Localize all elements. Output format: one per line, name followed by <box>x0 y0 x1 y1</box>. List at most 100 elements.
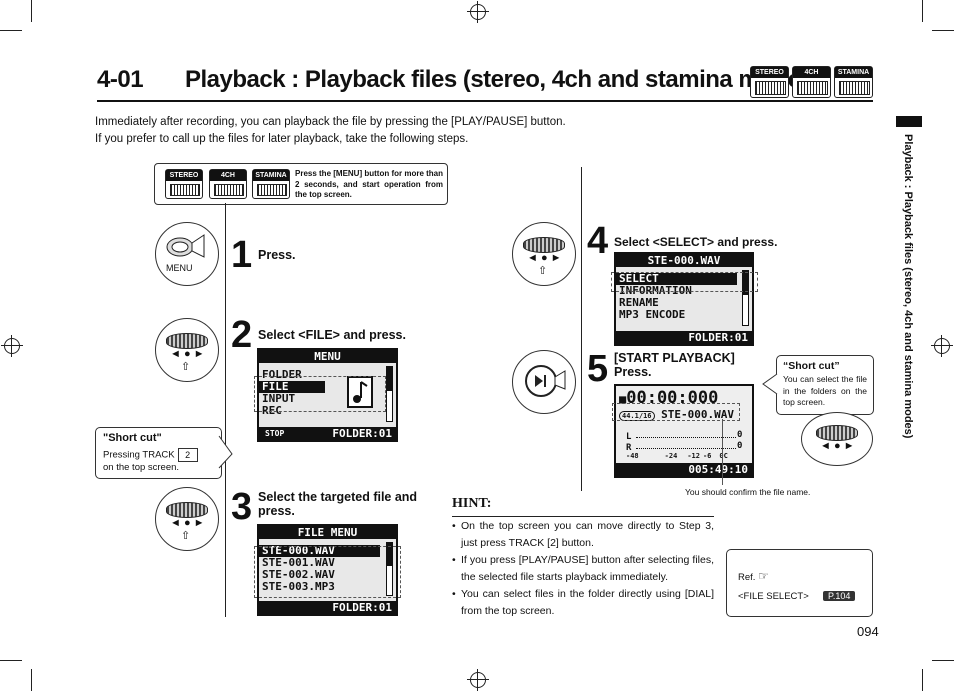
mode-graphic-icon <box>755 81 786 95</box>
selection-highlight <box>254 546 401 598</box>
mode-graphic-icon <box>797 81 828 95</box>
shortcut-callout-right: “Short cut” You can select the file in t… <box>776 355 874 415</box>
menu-button-label: MENU <box>166 263 193 273</box>
file-item: STE-002.WAV <box>262 568 335 581</box>
crop-mark <box>31 669 32 691</box>
selection-highlight <box>611 272 758 292</box>
press-arrow-icon: ⇧ <box>538 265 548 277</box>
press-arrow-icon: ⇧ <box>181 361 191 373</box>
crop-mark <box>0 30 22 31</box>
badge-label: 4CH <box>793 67 830 78</box>
side-tab-marker <box>896 116 922 127</box>
stereo-mode-badge: STEREO <box>165 169 203 199</box>
crop-mark <box>932 660 954 661</box>
dial-icon <box>166 333 208 349</box>
menu-item-rec: REC <box>262 404 282 417</box>
crop-mark <box>922 0 923 22</box>
hint-title: HINT: <box>452 496 492 511</box>
dial-illustration: ◄ ● ► <box>801 412 873 466</box>
column-divider <box>225 203 226 617</box>
file-name-highlight <box>612 403 740 421</box>
step-number-2: 2 <box>231 314 253 356</box>
crop-mark <box>932 30 954 31</box>
screen-footer: FOLDER:01 <box>616 331 752 344</box>
dial-icon <box>166 502 208 518</box>
step-number-4: 4 <box>587 220 609 262</box>
option-rename: RENAME <box>619 296 659 309</box>
title-text: Playback : Playback files (stereo, 4ch a… <box>185 66 821 93</box>
left-right-arrow-icon: ◄ ● ► <box>527 252 562 264</box>
stereo-mode-badge: STEREO <box>750 66 789 98</box>
menu-button-illustration: MENU <box>155 222 219 286</box>
meter-end-label: 0 <box>737 430 743 440</box>
shortcut-title: "Short cut" <box>103 432 162 444</box>
step-4-text: Select <SELECT> and press. <box>614 235 778 249</box>
footer-stop: STOP <box>265 429 285 438</box>
step-number-3: 3 <box>231 486 253 528</box>
scale-tick: -12 <box>687 452 700 460</box>
play-state-icon: ■ <box>619 392 627 406</box>
remaining-counter: 005:49:10 <box>688 463 748 476</box>
play-pause-button-icon <box>525 365 566 397</box>
top-note-text: Press the [MENU] button for more than 2 … <box>295 169 444 199</box>
file-item: STE-000.WAV <box>259 545 380 557</box>
screen-header: MENU <box>259 350 396 363</box>
music-note-icon <box>347 376 373 408</box>
level-meter-left <box>636 437 736 439</box>
intro-text: Immediately after recording, you can pla… <box>95 114 566 148</box>
format-badge: 44.1/16 <box>619 411 655 421</box>
ref-label: Ref. ☞ <box>738 569 769 583</box>
step-5-text: [START PLAYBACK] Press. <box>614 351 735 379</box>
ref-page-link[interactable]: P.104 <box>823 591 856 601</box>
screen-footer: FOLDER:01 <box>259 601 396 614</box>
stamina-mode-badge: STAMINA <box>252 169 290 199</box>
hint-list: On the top screen you can move directly … <box>452 518 714 620</box>
press-arrow-icon: ⇧ <box>181 530 191 542</box>
intro-line: Immediately after recording, you can pla… <box>95 116 566 128</box>
scrollbar <box>742 270 749 326</box>
registration-mark-icon <box>467 669 489 691</box>
playing-file-name: STE-000.WAV <box>661 408 734 421</box>
crop-mark <box>922 669 923 691</box>
file-info: 44.1/16 STE-000.WAV <box>619 408 734 421</box>
selection-highlight <box>254 376 386 412</box>
confirm-note: You should confirm the file name. <box>685 487 811 497</box>
screen-footer: 005:49:10 <box>616 463 752 476</box>
left-right-arrow-icon: ◄ ● ► <box>820 440 855 452</box>
scrollbar <box>386 366 393 422</box>
ref-label-text: Ref. <box>738 572 756 583</box>
scrollbar <box>386 542 393 596</box>
callout-pointer <box>762 373 778 395</box>
scale-tick: 0C <box>719 452 728 460</box>
crop-mark <box>31 0 32 22</box>
menu-item-input: INPUT <box>262 392 296 405</box>
step-3-text: Select the targeted file and press. <box>258 490 418 518</box>
mode-graphic-icon <box>214 184 244 196</box>
hint-item: You can select files in the folder direc… <box>452 586 714 620</box>
track-2-key-icon: 2 <box>177 448 198 462</box>
screen-header: STE-000.WAV <box>616 254 752 267</box>
callout-pointer <box>218 435 233 469</box>
title-rule <box>97 100 873 102</box>
shortcut-text: You can select the file in the folders o… <box>783 374 867 407</box>
top-screen-note: STEREO 4CH STAMINA Press the [MENU] butt… <box>154 163 448 205</box>
meter-end-label: 0 <box>737 441 743 451</box>
intro-line: If you prefer to call up the files for l… <box>95 133 469 145</box>
shortcut-text-before: Pressing TRACK <box>103 449 175 461</box>
ref-item[interactable]: <FILE SELECT> <box>738 591 809 602</box>
4ch-mode-badge: 4CH <box>209 169 247 199</box>
step-2-text: Select <FILE> and press. <box>258 328 406 342</box>
dial-icon <box>816 425 858 441</box>
play-pause-button-illustration <box>512 350 576 414</box>
page-number: 094 <box>857 624 879 639</box>
left-right-arrow-icon: ◄ ● ► <box>170 517 205 529</box>
left-right-arrow-icon: ◄ ● ► <box>170 348 205 360</box>
dial-illustration: ◄ ● ► ⇧ <box>155 487 219 551</box>
step-number-1: 1 <box>231 234 253 276</box>
registration-mark-icon <box>467 1 489 23</box>
